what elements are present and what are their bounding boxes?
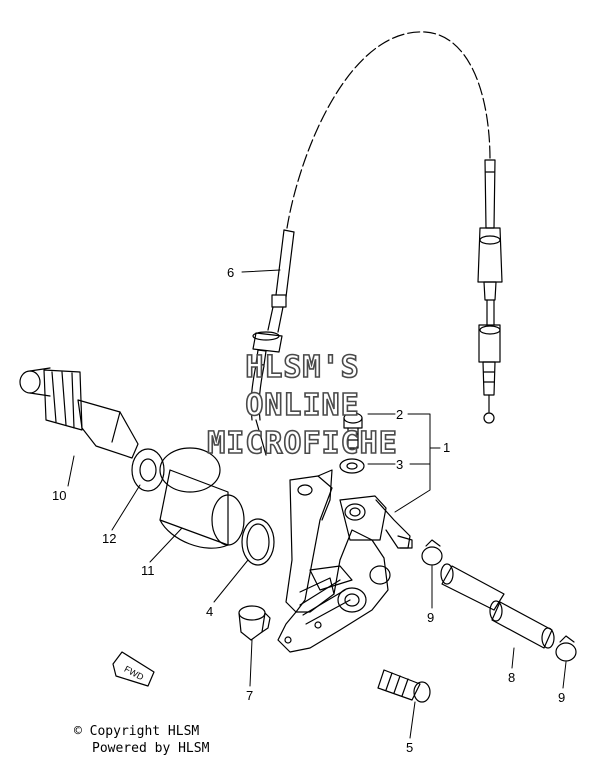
leader-lines — [67, 269, 567, 739]
callout-6: 6 — [227, 265, 234, 280]
callout-numbers: 6 2 3 1 10 12 11 4 7 5 9 8 9 — [52, 265, 565, 755]
powered-by-text: Powered by HLSM — [92, 741, 210, 756]
callout-1: 1 — [443, 440, 450, 455]
fwd-arrow-icon: FWD — [112, 651, 155, 687]
callout-11: 11 — [141, 563, 155, 578]
oil-pump-cable — [250, 31, 503, 456]
o-ring — [241, 518, 275, 566]
callout-7: 7 — [246, 688, 253, 703]
callout-8: 8 — [508, 670, 515, 685]
sealing-washer — [339, 458, 365, 474]
hose-clamp — [421, 539, 443, 566]
oil-hose — [440, 563, 555, 649]
pump-sleeve — [159, 447, 245, 549]
washer — [131, 448, 165, 492]
screw — [377, 669, 431, 703]
banjo-bolt — [343, 412, 363, 449]
oil-pump-body — [277, 469, 413, 653]
callout-3: 3 — [396, 457, 403, 472]
callout-10: 10 — [52, 488, 66, 503]
callout-9a: 9 — [427, 610, 434, 625]
callout-4: 4 — [206, 604, 213, 619]
pump-drive-shaft — [19, 367, 139, 459]
callout-12: 12 — [102, 531, 116, 546]
callout-9b: 9 — [558, 690, 565, 705]
copyright-text: © Copyright HLSM — [74, 724, 200, 739]
callout-5: 5 — [406, 740, 413, 755]
hose-clamp-2 — [555, 635, 577, 662]
callout-2: 2 — [396, 407, 403, 422]
cap-nut — [238, 605, 271, 641]
